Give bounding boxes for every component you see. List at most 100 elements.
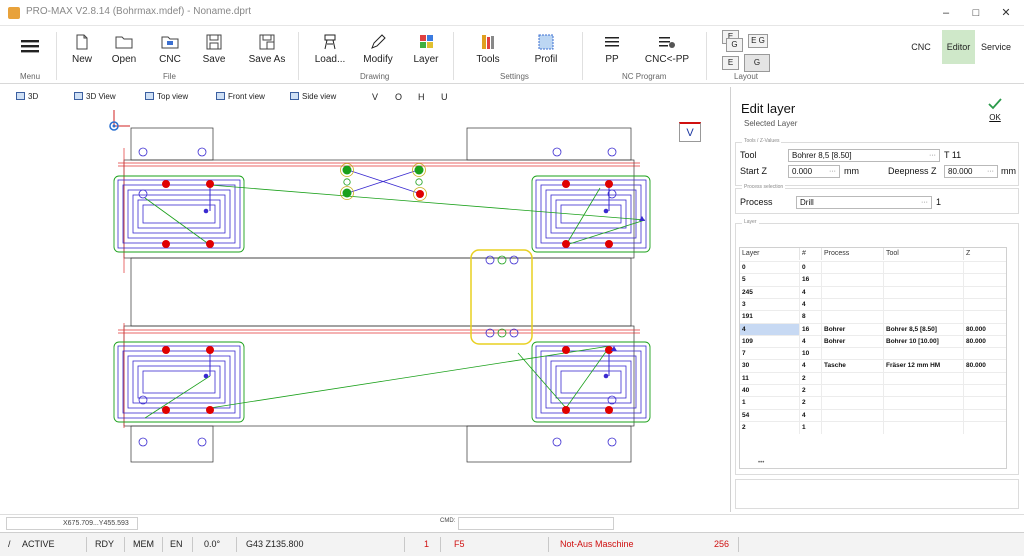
process-select[interactable]: Drill··· [796, 196, 932, 209]
column-header[interactable]: # [800, 248, 822, 260]
drill-hole-outline-green [497, 255, 507, 265]
table-cell [964, 311, 1006, 323]
pencil-icon [371, 34, 386, 49]
layout-eg-side-button[interactable]: E G [748, 34, 768, 48]
column-header[interactable]: Process [822, 248, 884, 260]
layer-button[interactable]: Layer [408, 34, 444, 70]
table-cell [964, 410, 1006, 422]
minimize-button[interactable]: – [942, 7, 950, 19]
column-header[interactable]: Layer [740, 248, 800, 260]
mode-editor-button[interactable]: Editor [942, 30, 975, 64]
view-side-button[interactable]: Side view [290, 92, 336, 101]
view-u-button[interactable]: U [441, 92, 448, 102]
deepness-z-label: Deepness Z [888, 166, 937, 176]
new-button[interactable]: New [64, 34, 100, 70]
view-3d-button[interactable]: 3D [16, 92, 38, 101]
group-label-menu: Menu [20, 72, 41, 81]
save-icon [206, 34, 222, 50]
tools-z-fieldset: Tools / Z-Values Tool Bohrer 8,5 [8.50]·… [735, 138, 1019, 186]
tools-button[interactable]: Tools [470, 34, 506, 70]
pocket-toolpath [122, 350, 236, 414]
mode-service-button[interactable]: Service [980, 42, 1011, 52]
start-z-input[interactable]: 0.000··· [788, 165, 840, 178]
cnc-pp-button[interactable]: CNC<-PP [642, 34, 692, 70]
view-v-button[interactable]: V [372, 92, 379, 102]
view-h-button[interactable]: H [418, 92, 425, 102]
cube-icon [16, 92, 25, 100]
column-header[interactable]: Z [964, 248, 1006, 260]
view-o-button[interactable]: O [395, 92, 403, 102]
drawing-canvas[interactable]: V [0, 108, 730, 512]
table-cell: 30 [740, 360, 800, 373]
table-cell [822, 397, 884, 410]
drill-hole-ring [340, 186, 354, 200]
group-label-nc: NC Program [622, 72, 667, 81]
view-top-button[interactable]: Top view [145, 92, 188, 101]
load-button[interactable]: Load... [310, 34, 350, 70]
coordinate-readout: X675.709...Y455.593 [6, 517, 138, 530]
profil-label: Profil [534, 54, 558, 65]
deepness-z-input[interactable]: 80.000··· [944, 165, 998, 178]
cmd-input[interactable] [458, 517, 614, 530]
view-marker-button[interactable]: V [679, 122, 701, 142]
table-cell [884, 286, 964, 299]
menu-button[interactable] [12, 38, 48, 74]
save-as-button[interactable]: Save As [245, 34, 289, 70]
tool-select[interactable]: Bohrer 8,5 [8.50]··· [788, 149, 940, 162]
maximize-button[interactable]: □ [972, 7, 980, 19]
layout-eg-stack-bottom[interactable]: G [726, 38, 743, 52]
open-button[interactable]: Open [106, 34, 142, 70]
drill-hole-outline [607, 437, 617, 447]
drill-hole-red [162, 240, 170, 248]
drill-hole-outline [138, 189, 148, 199]
pp-button[interactable]: PP [595, 34, 629, 70]
drawing-svg[interactable] [0, 108, 730, 512]
table-cell: 2 [800, 385, 822, 397]
status-bar: / ACTIVE RDY MEM EN 0.0° G43 Z135.800 1 … [0, 532, 1024, 556]
drill-hole-red [206, 346, 214, 354]
drill-hole-green [414, 165, 424, 175]
ribbon-separator [56, 32, 57, 80]
drill-hole-outline [138, 437, 148, 447]
layout-g-button[interactable]: G [744, 54, 770, 72]
table-cell: 40 [740, 385, 800, 397]
view-toolbar: 3D 3D View Top view Front view Side view… [0, 88, 730, 108]
save-button[interactable]: Save [196, 34, 232, 70]
mode-cnc-button[interactable]: CNC [911, 42, 931, 52]
drill-hole-outline [485, 255, 495, 265]
cnc-file-button[interactable]: CNC [152, 34, 188, 70]
ok-button[interactable]: OK [983, 97, 1007, 122]
modify-button[interactable]: Modify [360, 34, 396, 70]
pocket-toolpath [535, 345, 647, 419]
layout-e-button[interactable]: E [722, 56, 739, 70]
close-button[interactable]: ✕ [1001, 7, 1011, 19]
drill-hole-red [605, 180, 613, 188]
column-header[interactable]: Tool [884, 248, 964, 260]
table-cell: 5 [740, 274, 800, 287]
view-front-button[interactable]: Front view [216, 92, 265, 101]
table-cell: 2 [800, 397, 822, 410]
drill-hole-outline [607, 147, 617, 157]
view-3dview-button[interactable]: 3D View [74, 92, 116, 101]
holes-layer [138, 147, 645, 447]
pocket-toolpath [560, 204, 622, 224]
profil-button[interactable]: Profil [528, 34, 564, 70]
plotter-icon [324, 34, 336, 50]
table-cell: Bohrer [822, 323, 884, 336]
ribbon-separator [453, 32, 454, 80]
